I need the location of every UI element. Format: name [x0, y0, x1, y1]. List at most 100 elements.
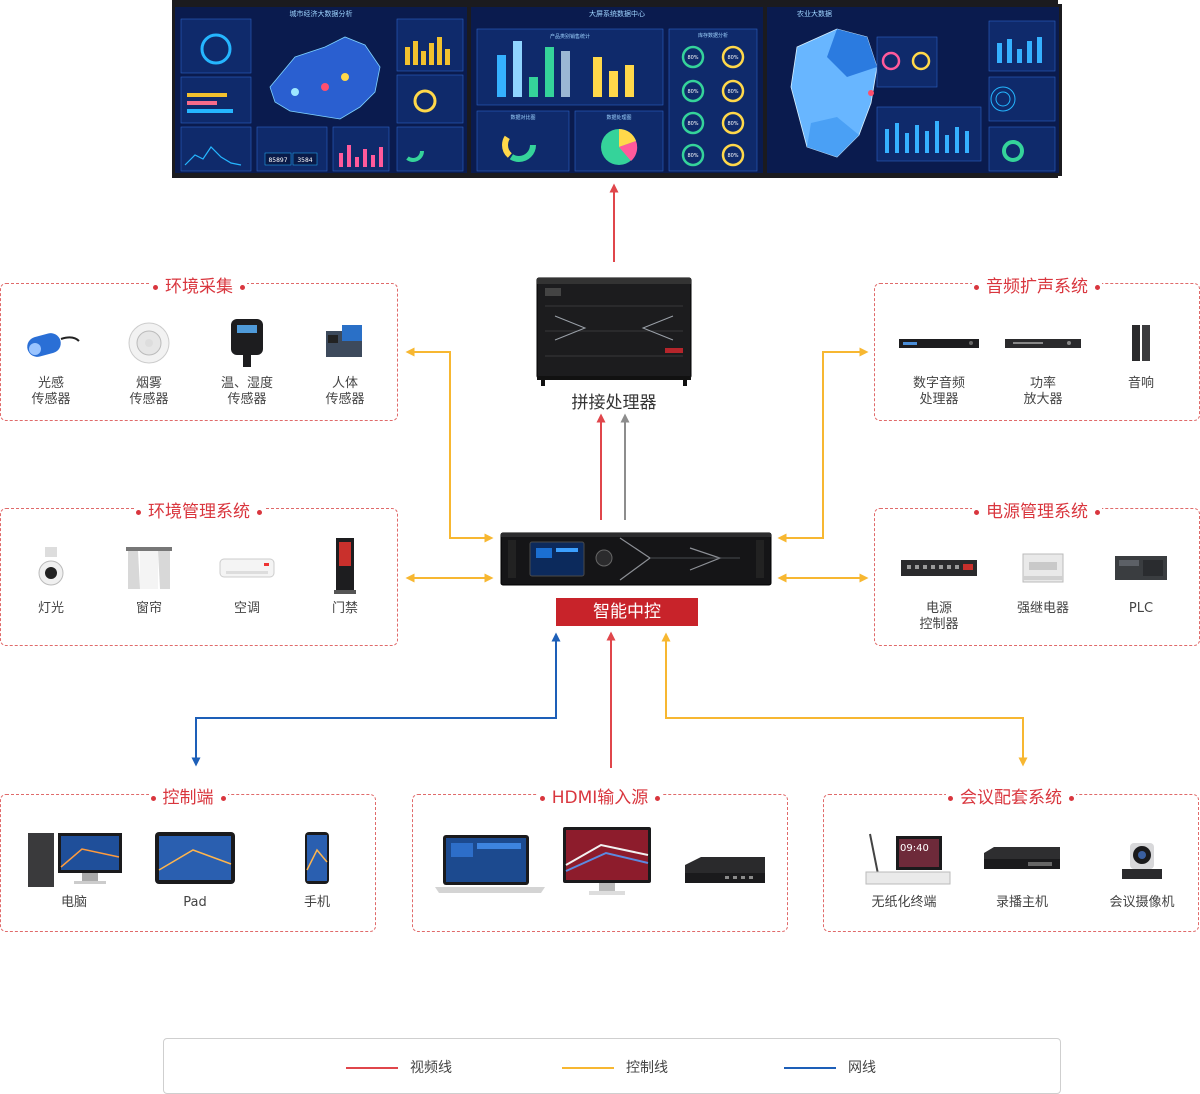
- power-controller: 电源 控制器: [891, 539, 987, 633]
- paperless-terminal: 09:40 无纸化终端: [852, 825, 956, 911]
- group-audio: 音频扩声系统 数字音频 处理器 功率 放大器 音响: [874, 277, 1200, 421]
- spotlight-icon: [38, 547, 64, 586]
- control-line-env-collect: [405, 347, 494, 543]
- curtain-icon: [126, 547, 172, 589]
- power-amplifier-label: 功率 放大器: [1023, 376, 1063, 407]
- terminal-time: 09:40: [900, 843, 929, 854]
- speaker-icon: [1132, 325, 1150, 361]
- access-gate-icon: [334, 538, 356, 594]
- group-env-manage-title: 环境管理系统: [134, 502, 264, 522]
- ring-value-8: 80%: [727, 153, 738, 159]
- power-amplifier: 功率 放大器: [995, 314, 1091, 408]
- central-controller-device: [500, 530, 772, 590]
- legend-item-video: 视频线: [346, 1057, 452, 1077]
- ring-value-5: 80%: [687, 121, 698, 127]
- conference-camera-label: 会议摄像机: [1109, 895, 1175, 910]
- ring-value-3: 80%: [687, 89, 698, 95]
- speaker: 音响: [1093, 314, 1189, 392]
- legend-swatch-control: [562, 1067, 614, 1069]
- counter-1: 85897: [268, 157, 287, 164]
- plc: PLC: [1093, 539, 1189, 617]
- ring-value-1: 80%: [687, 55, 698, 61]
- recording-host-icon: [984, 847, 1060, 869]
- smoke-sensor-label: 烟雾 传感器: [129, 376, 169, 407]
- screen-center: 大屏系统数据中心 产品类别销售统计 数据对比图 数据处理图 库存数据分析: [468, 4, 766, 176]
- group-power-title: 电源管理系统: [972, 502, 1102, 522]
- light-sensor-label: 光感 传感器: [31, 376, 71, 407]
- amplifier-icon: [1005, 339, 1081, 348]
- screen-left: 城市经济大数据分析 85897 3584: [172, 4, 470, 176]
- screen-left-title: 城市经济大数据分析: [289, 10, 353, 18]
- air-conditioner: 空调: [199, 539, 295, 617]
- group-env-collect: 环境采集 光感 传感器 烟雾 传感器 温、湿度 传感器 人体 传感器: [0, 277, 398, 421]
- tablet-icon: [155, 832, 235, 884]
- group-power: 电源管理系统 电源 控制器 强继电器 PLC: [874, 502, 1200, 646]
- recording-host-label: 录播主机: [995, 895, 1048, 910]
- group-control-end: 控制端 电脑 Pad 手机: [0, 788, 376, 932]
- human-body-sensor: 人体 传感器: [297, 314, 393, 408]
- group-meeting: 会议配套系统 09:40 无纸化终端 录播主机 会议摄像机: [823, 788, 1199, 932]
- splicing-processor: [535, 276, 693, 386]
- plc-icon: [1115, 556, 1167, 580]
- human-body-sensor-icon: [326, 325, 362, 357]
- ring-value-2: 80%: [727, 55, 738, 61]
- controller-device-icon: [500, 532, 772, 586]
- light-sensor: 光感 传感器: [3, 314, 99, 408]
- light-sensor-icon: [27, 333, 80, 357]
- group-env-collect-title: 环境采集: [151, 277, 247, 297]
- screen-right-dashboard: [790, 20, 1056, 172]
- ring-value-4: 80%: [727, 89, 738, 95]
- panel-label-3: 数据处理图: [606, 114, 631, 121]
- recording-host: 录播主机: [974, 825, 1070, 911]
- speaker-label: 音响: [1127, 376, 1154, 391]
- group-control-end-title: 控制端: [148, 788, 228, 808]
- human-body-sensor-label: 人体 传感器: [325, 376, 365, 407]
- control-line-audio: [777, 347, 869, 543]
- computer: 电脑: [19, 825, 129, 911]
- relay-icon: [1022, 553, 1064, 583]
- power-controller-label: 电源 控制器: [919, 601, 959, 632]
- mobile-phone: 手机: [269, 825, 365, 911]
- counter-2: 3584: [297, 157, 312, 164]
- conference-camera-icon: [1122, 843, 1162, 879]
- relay-label: 强继电器: [1016, 601, 1069, 616]
- temp-humidity-sensor-icon: [231, 319, 263, 367]
- processor-device-icon: [536, 277, 692, 386]
- legend-item-control: 控制线: [562, 1057, 668, 1077]
- legend-label-control: 控制线: [626, 1060, 668, 1076]
- screen-center-dashboard: 产品类别销售统计 数据对比图 数据处理图 库存数据分析 80%: [476, 28, 758, 172]
- legend: 视频线 控制线 网线: [163, 1038, 1061, 1094]
- network-line-control-end: [191, 632, 561, 767]
- ring-value-6: 80%: [727, 121, 738, 127]
- lighting-label: 灯光: [37, 601, 64, 616]
- computer-label: 电脑: [60, 895, 87, 910]
- curtain: 窗帘: [101, 539, 197, 617]
- screen-left-dashboard: 85897 3584: [180, 18, 464, 172]
- conference-camera: 会议摄像机: [1094, 825, 1190, 911]
- curtain-label: 窗帘: [135, 601, 162, 616]
- access-control-label: 门禁: [331, 601, 358, 616]
- air-conditioner-label: 空调: [233, 601, 260, 616]
- panel-label-2: 数据对比图: [510, 114, 535, 121]
- screen-center-title: 大屏系统数据中心: [589, 10, 645, 18]
- legend-swatch-video: [346, 1067, 398, 1069]
- group-audio-title: 音频扩声系统: [972, 277, 1102, 297]
- digital-audio-processor: 数字音频 处理器: [891, 314, 987, 408]
- screen-right-title: 农业大数据: [797, 10, 832, 18]
- media-player-box-icon: [685, 857, 765, 883]
- temp-humidity-sensor-label: 温、湿度 传感器: [220, 376, 273, 407]
- monitor-icon: [563, 827, 651, 895]
- pad: Pad: [147, 825, 243, 911]
- legend-item-network: 网线: [784, 1057, 876, 1077]
- legend-swatch-network: [784, 1067, 836, 1069]
- temp-humidity-sensor: 温、湿度 传感器: [199, 314, 295, 408]
- smoke-sensor: 烟雾 传感器: [101, 314, 197, 408]
- paperless-terminal-icon: [865, 833, 951, 885]
- central-controller-label-text: 智能中控: [593, 602, 661, 622]
- audio-processor-icon: [899, 339, 979, 348]
- paperless-terminal-label: 无纸化终端: [871, 895, 937, 910]
- relay: 强继电器: [995, 539, 1091, 617]
- laptop-icon: [435, 835, 545, 893]
- panel-label-1: 产品类别销售统计: [550, 33, 590, 40]
